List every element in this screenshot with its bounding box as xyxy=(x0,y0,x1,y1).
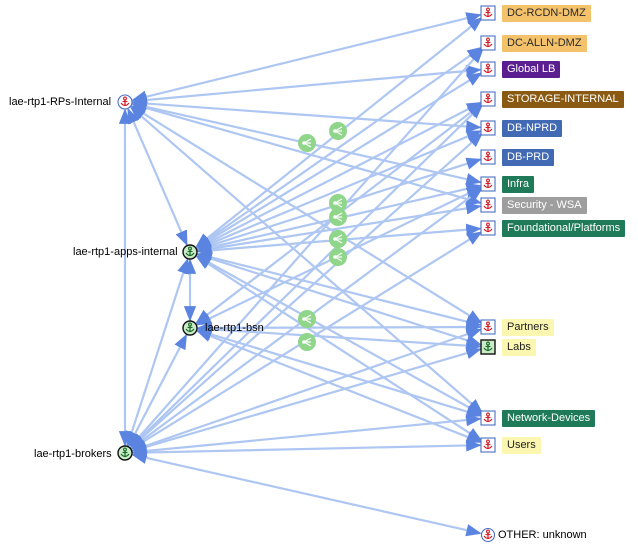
edge-rps-apps xyxy=(127,107,188,247)
cluster-icon[interactable] xyxy=(298,310,316,328)
edge-brokers-other xyxy=(131,451,482,537)
node-label-rps[interactable]: lae-rtp1-RPs-Internal xyxy=(9,96,112,108)
tag-users[interactable]: Users xyxy=(502,437,541,454)
edge-rps-rcdn xyxy=(131,12,482,103)
anchor-square-icon[interactable] xyxy=(480,5,496,21)
anchor-circle-green-icon[interactable] xyxy=(182,320,198,336)
anchor-circle-green-icon[interactable] xyxy=(182,244,198,260)
cluster-icon[interactable] xyxy=(329,208,347,226)
anchor-square-icon[interactable] xyxy=(480,61,496,77)
tag-dc-rcdn-dmz[interactable]: DC-RCDN-DMZ xyxy=(502,5,591,22)
tag-storage-internal[interactable]: STORAGE-INTERNAL xyxy=(502,91,624,108)
anchor-square-green-icon[interactable] xyxy=(480,339,496,355)
node-label-apps[interactable]: lae-rtp1-apps-internal xyxy=(73,246,178,258)
anchor-square-icon[interactable] xyxy=(480,120,496,136)
node-layer xyxy=(117,5,496,543)
anchor-circle-green-icon[interactable] xyxy=(117,445,133,461)
anchor-square-icon[interactable] xyxy=(480,197,496,213)
anchor-square-icon[interactable] xyxy=(480,35,496,51)
anchor-square-icon[interactable] xyxy=(480,319,496,335)
anchor-square-icon[interactable] xyxy=(480,410,496,426)
cluster-icon[interactable] xyxy=(298,333,316,351)
tag-network-devices[interactable]: Network-Devices xyxy=(502,410,596,427)
edge-brokers-storage xyxy=(129,103,484,449)
tag-foundational-platforms[interactable]: Foundational/Platforms xyxy=(502,220,626,237)
anchor-square-icon[interactable] xyxy=(480,91,496,107)
tag-labs[interactable]: Labs xyxy=(502,339,536,356)
tag-global-lb[interactable]: Global LB xyxy=(502,61,561,78)
cluster-icon[interactable] xyxy=(329,248,347,266)
anchor-square-icon[interactable] xyxy=(480,176,496,192)
cluster-icon[interactable] xyxy=(329,194,347,212)
tag-db-prd[interactable]: DB-PRD xyxy=(502,149,555,166)
anchor-square-icon[interactable] xyxy=(480,220,496,236)
anchor-square-icon[interactable] xyxy=(480,149,496,165)
cluster-icon[interactable] xyxy=(329,122,347,140)
edge-brokers-alln xyxy=(129,47,484,449)
cluster-icon[interactable] xyxy=(329,230,347,248)
tag-dc-alln-dmz[interactable]: DC-ALLN-DMZ xyxy=(502,35,587,52)
edge-layer xyxy=(118,12,484,537)
node-label-bsn[interactable]: lae-rtp1-bsn xyxy=(205,322,264,334)
group-icon-layer xyxy=(298,122,347,351)
tag-db-nprd[interactable]: DB-NPRD xyxy=(502,120,563,137)
tag-partners[interactable]: Partners xyxy=(502,319,554,336)
anchor-square-icon[interactable] xyxy=(480,437,496,453)
tag-other-unknown[interactable]: OTHER: unknown xyxy=(498,529,587,541)
edge-brokers-users xyxy=(131,439,482,459)
edge-bsn-brokers xyxy=(127,333,188,448)
node-label-brokers[interactable]: lae-rtp1-brokers xyxy=(34,448,112,460)
anchor-circle-icon[interactable] xyxy=(117,94,133,110)
tag-infra[interactable]: Infra xyxy=(502,176,535,193)
cluster-icon[interactable] xyxy=(298,134,316,152)
tag-security-wsa[interactable]: Security - WSA xyxy=(502,197,587,214)
anchor-circle-icon[interactable] xyxy=(480,527,496,543)
